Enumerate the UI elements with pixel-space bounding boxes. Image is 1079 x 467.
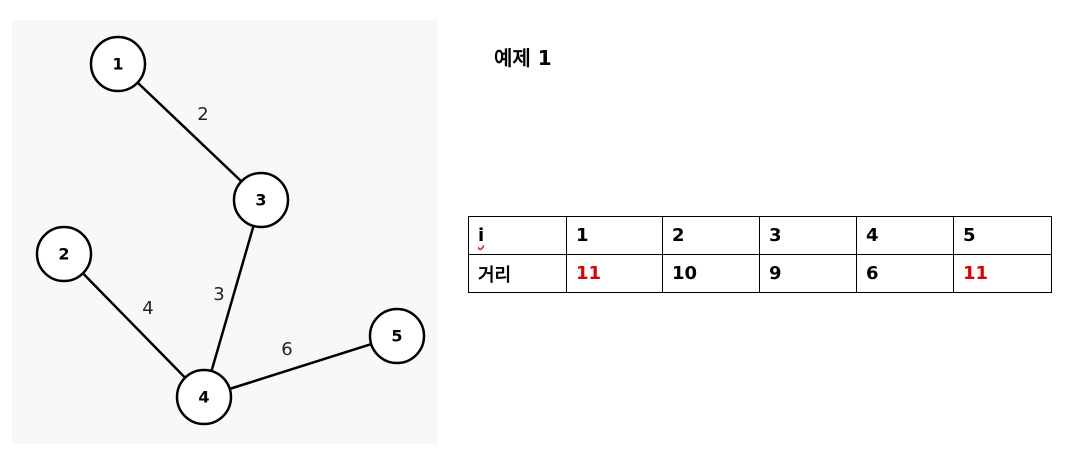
table-header-cell: 2 <box>662 216 760 255</box>
graph-panel: 2 3 4 6 1 2 3 4 5 <box>12 20 438 444</box>
edge-1-3 <box>117 63 262 201</box>
edge-weight-label: 3 <box>213 284 224 305</box>
distance-cell: 6 <box>856 254 954 293</box>
edge-2-4 <box>63 253 205 398</box>
table-header-cell: 4 <box>856 216 954 255</box>
table-row: 거리 11 10 9 6 11 <box>468 254 1052 293</box>
edge-weight-label: 6 <box>281 339 292 360</box>
distance-table: i 1 2 3 4 5 거리 11 10 9 6 11 <box>468 216 1052 293</box>
edge-weight-label: 4 <box>142 298 153 319</box>
graph-diagram: 2 3 4 6 1 2 3 4 5 <box>35 35 426 426</box>
node-3: 3 <box>232 171 290 229</box>
edge-4-5 <box>203 334 398 399</box>
distance-cell: 9 <box>759 254 857 293</box>
distance-cell: 11 <box>953 254 1052 293</box>
table-header-cell: 3 <box>759 216 857 255</box>
node-label: 5 <box>391 327 402 346</box>
node-1: 1 <box>89 35 147 93</box>
distance-cell: 10 <box>662 254 760 293</box>
node-label: 4 <box>198 388 209 407</box>
table-header-label: i <box>468 216 567 255</box>
node-label: 1 <box>112 55 123 74</box>
node-2: 2 <box>35 225 93 283</box>
table-header-cell: 5 <box>953 216 1052 255</box>
table-row-label: 거리 <box>468 254 567 293</box>
node-label: 3 <box>255 191 266 210</box>
example-title: 예제 1 <box>494 46 552 70</box>
node-circle <box>89 35 147 93</box>
node-4: 4 <box>175 368 233 426</box>
edge-3-4 <box>202 199 263 398</box>
node-label: 2 <box>58 245 69 264</box>
node-5: 5 <box>368 307 426 365</box>
node-circle <box>368 307 426 365</box>
node-circle <box>175 368 233 426</box>
node-circle <box>232 171 290 229</box>
i-label: i <box>478 225 485 246</box>
table-header-row: i 1 2 3 4 5 <box>468 216 1052 255</box>
edge-weight-label: 2 <box>197 104 208 125</box>
table-header-cell: 1 <box>566 216 663 255</box>
node-circle <box>35 225 93 283</box>
distance-cell: 11 <box>566 254 663 293</box>
